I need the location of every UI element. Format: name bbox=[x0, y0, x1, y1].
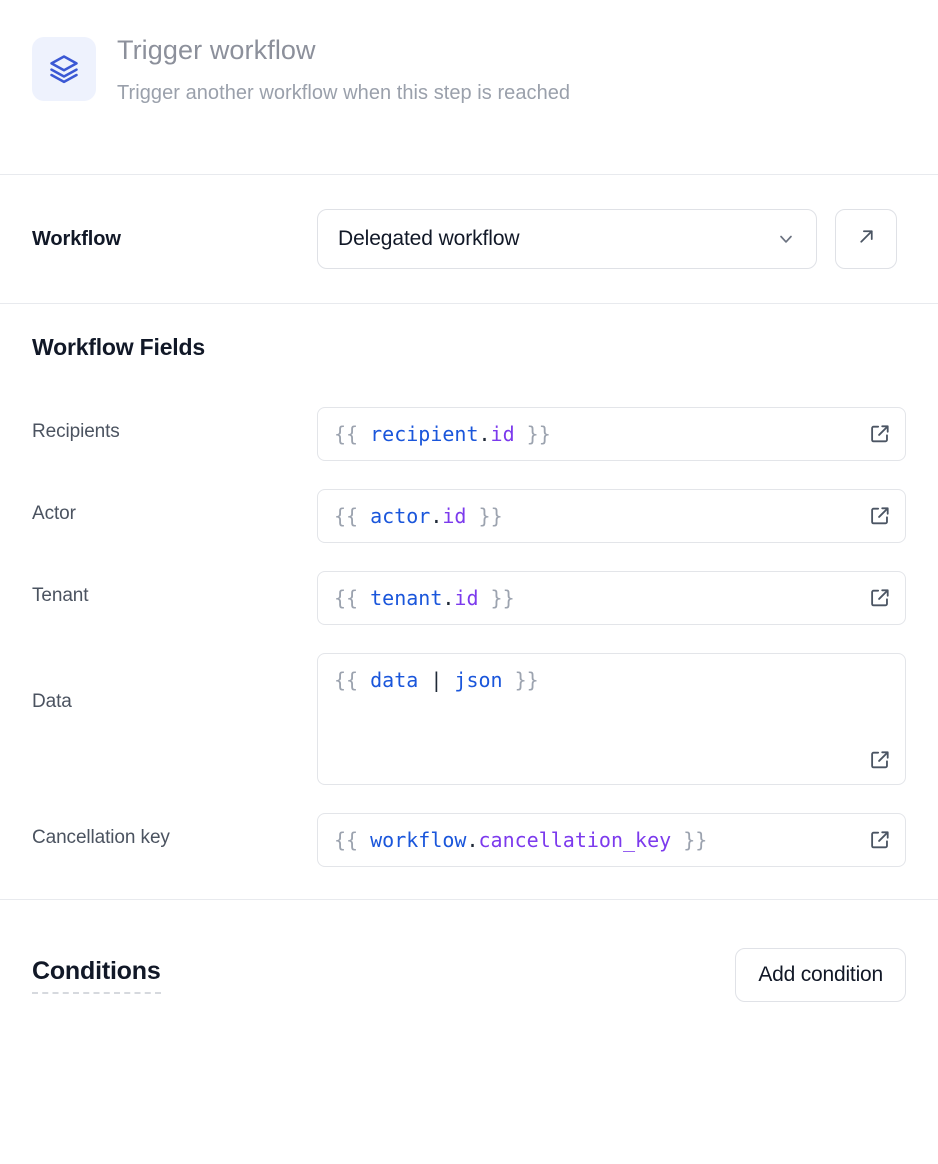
workflow-label: Workflow bbox=[32, 227, 121, 250]
page-title: Trigger workflow bbox=[117, 35, 316, 65]
external-link-icon[interactable] bbox=[869, 587, 891, 609]
workflow-fields-section: Workflow Fields Recipients {{ recipient.i… bbox=[0, 304, 938, 900]
field-input[interactable]: {{ recipient.id }} bbox=[317, 407, 906, 461]
layers-icon bbox=[32, 37, 96, 101]
workflow-field-row: Data {{ data | json }} bbox=[32, 653, 906, 785]
chevron-down-icon bbox=[776, 229, 796, 249]
field-input[interactable]: {{ actor.id }} bbox=[317, 489, 906, 543]
field-value: {{ data | json }} bbox=[334, 668, 539, 692]
external-link-icon[interactable] bbox=[869, 829, 891, 851]
external-link-icon[interactable] bbox=[869, 505, 891, 527]
field-value: {{ recipient.id }} bbox=[334, 422, 551, 446]
workflow-field-row: Recipients {{ recipient.id }} bbox=[32, 407, 906, 461]
field-input[interactable]: {{ data | json }} bbox=[317, 653, 906, 785]
arrow-up-right-icon bbox=[856, 226, 877, 252]
page-subtitle: Trigger another workflow when this step … bbox=[117, 81, 571, 104]
external-link-icon[interactable] bbox=[869, 423, 891, 445]
workflow-select-section: Workflow Delegated workflow bbox=[0, 175, 938, 304]
conditions-title: Conditions bbox=[32, 957, 161, 994]
workflow-field-row: Tenant {{ tenant.id }} bbox=[32, 571, 906, 625]
panel-header: Trigger workflow Trigger another workflo… bbox=[0, 0, 938, 175]
workflow-select-wrap: Delegated workflow bbox=[317, 209, 817, 269]
field-label: Data bbox=[32, 691, 72, 712]
field-input[interactable]: {{ tenant.id }} bbox=[317, 571, 906, 625]
conditions-section: Conditions Add condition bbox=[0, 900, 938, 1002]
workflow-field-row: Actor {{ actor.id }} bbox=[32, 489, 906, 543]
open-workflow-button[interactable] bbox=[835, 209, 897, 269]
workflow-select-value: Delegated workflow bbox=[338, 227, 520, 250]
add-condition-button[interactable]: Add condition bbox=[735, 948, 906, 1002]
field-label: Cancellation key bbox=[32, 827, 170, 848]
workflow-field-row: Cancellation key {{ workflow.cancellation… bbox=[32, 813, 906, 867]
field-value: {{ actor.id }} bbox=[334, 504, 503, 528]
workflow-fields-title: Workflow Fields bbox=[32, 334, 205, 360]
field-label: Tenant bbox=[32, 585, 89, 606]
field-value: {{ tenant.id }} bbox=[334, 586, 515, 610]
external-link-icon[interactable] bbox=[869, 749, 891, 771]
workflow-select[interactable]: Delegated workflow bbox=[317, 209, 817, 269]
field-input[interactable]: {{ workflow.cancellation_key }} bbox=[317, 813, 906, 867]
header-text-group: Trigger workflow Trigger another workflo… bbox=[117, 34, 570, 106]
field-value: {{ workflow.cancellation_key }} bbox=[334, 828, 708, 852]
field-label: Actor bbox=[32, 503, 76, 524]
field-label: Recipients bbox=[32, 421, 120, 442]
workflow-fields-list: Recipients {{ recipient.id }} Actor {{ acto… bbox=[32, 407, 906, 867]
